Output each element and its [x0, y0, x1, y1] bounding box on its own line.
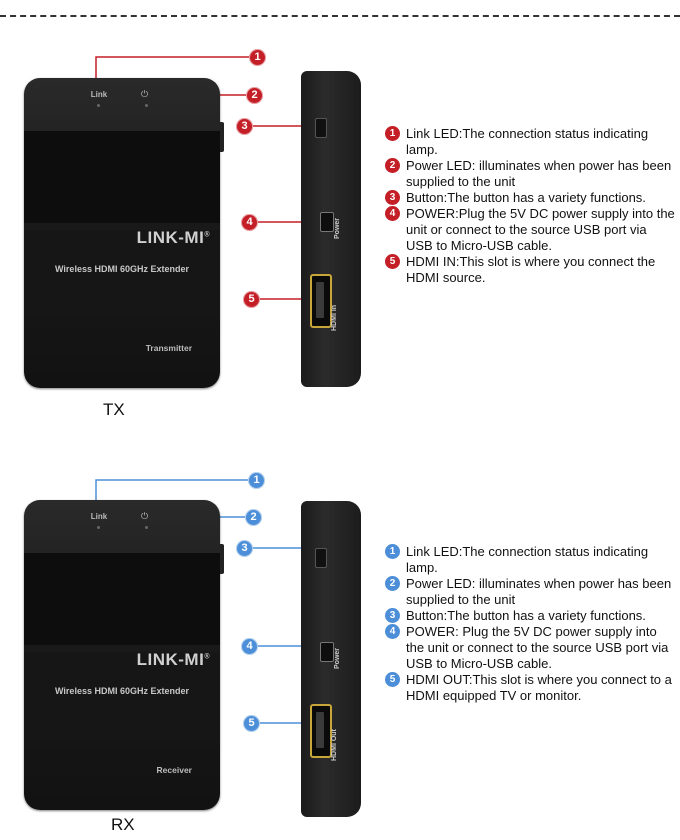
device-band	[24, 131, 220, 223]
legend-item: 4 POWER: Plug the 5V DC power supply int…	[384, 624, 676, 672]
callout-badge: 4	[241, 638, 258, 655]
link-led	[97, 526, 100, 529]
brand-logo: LINK-MI®	[136, 650, 210, 669]
legend-item: 1 Link LED:The connection status indicat…	[384, 126, 676, 158]
legend-item: 3 Button:The button has a variety functi…	[384, 190, 676, 206]
callout-badge: 5	[243, 715, 260, 732]
unit-label: Receiver	[156, 765, 192, 775]
link-led-label: Link	[90, 90, 108, 99]
legend-text: Power LED: illuminates when power has be…	[406, 576, 672, 607]
dashed-separator	[0, 15, 680, 17]
product-name: Wireless HDMI 60GHz Extender	[55, 264, 189, 274]
callout-badge: 2	[246, 87, 263, 104]
legend-item: 3 Button:The button has a variety functi…	[384, 608, 676, 624]
power-icon: ⏻	[141, 89, 149, 99]
link-led-label: Link	[90, 512, 108, 521]
hdmi-port-label: HDMI Out	[331, 729, 338, 761]
brand-logo: LINK-MI®	[136, 228, 210, 247]
tx-side-view: Power HDMI In	[301, 71, 361, 387]
legend-number: 4	[385, 624, 400, 639]
device-band	[24, 652, 220, 740]
hdmi-port	[310, 704, 332, 758]
section-caption: TX	[103, 400, 125, 419]
rx-section: Link ⏻ LINK-MI® Wireless HDMI 60GHz Exte…	[0, 420, 680, 840]
power-led	[145, 104, 148, 107]
function-button	[315, 548, 327, 568]
legend-item: 2 Power LED: illuminates when power has …	[384, 576, 676, 608]
hdmi-port	[310, 274, 332, 328]
tx-front-view: Link ⏻ LINK-MI® Wireless HDMI 60GHz Exte…	[24, 78, 224, 388]
micro-usb-port	[320, 642, 334, 662]
link-led	[97, 104, 100, 107]
legend-number: 1	[385, 544, 400, 559]
legend-number: 3	[385, 608, 400, 623]
legend-number: 2	[385, 576, 400, 591]
callout-badge: 1	[248, 472, 265, 489]
device-band	[24, 553, 220, 645]
legend-text: Link LED:The connection status indicatin…	[406, 544, 649, 575]
tx-section: Link ⏻ LINK-MI® Wireless HDMI 60GHz Exte…	[24, 49, 676, 419]
legend-number: 5	[385, 254, 400, 269]
legend-number: 4	[385, 206, 400, 221]
side-button-edge	[220, 122, 224, 152]
power-port-label: Power	[334, 217, 341, 239]
power-led	[145, 526, 148, 529]
legend-text: Button:The button has a variety function…	[406, 608, 646, 623]
legend-text: Link LED:The connection status indicatin…	[406, 126, 649, 157]
legend-item: 2 Power LED: illuminates when power has …	[384, 158, 676, 190]
power-icon: ⏻	[141, 511, 149, 521]
legend-item: 1 Link LED:The connection status indicat…	[384, 544, 676, 576]
legend-text: Button:The button has a variety function…	[406, 190, 646, 205]
legend-text: Power LED: illuminates when power has be…	[406, 158, 672, 189]
hdmi-port-label: HDMI In	[331, 304, 338, 331]
callout-badge: 4	[241, 214, 258, 231]
rx-front-view: Link ⏻ LINK-MI® Wireless HDMI 60GHz Exte…	[24, 500, 224, 810]
callout-badge: 3	[236, 540, 253, 557]
device-band	[24, 230, 220, 318]
power-port-label: Power	[334, 647, 341, 669]
unit-label: Transmitter	[145, 343, 192, 353]
legend-item: 5 HDMI IN:This slot is where you connect…	[384, 254, 676, 286]
callout-badge: 1	[249, 49, 266, 66]
legend-number: 2	[385, 158, 400, 173]
rx-side-view: Power HDMI Out	[301, 501, 361, 817]
side-button-edge	[220, 544, 224, 574]
legend-number: 1	[385, 126, 400, 141]
legend-number: 5	[385, 672, 400, 687]
product-name: Wireless HDMI 60GHz Extender	[55, 686, 189, 696]
tx-legend: 1 Link LED:The connection status indicat…	[384, 126, 676, 286]
callout-badge: 3	[236, 118, 253, 135]
micro-usb-port	[320, 212, 334, 232]
callout-badge: 2	[245, 509, 262, 526]
legend-text: HDMI IN:This slot is where you connect t…	[406, 254, 656, 285]
rx-legend: 1 Link LED:The connection status indicat…	[384, 544, 676, 704]
function-button	[315, 118, 327, 138]
legend-text: POWER:Plug the 5V DC power supply into t…	[406, 206, 675, 253]
legend-text: POWER: Plug the 5V DC power supply into …	[406, 624, 669, 671]
callout-badge: 5	[243, 291, 260, 308]
legend-text: HDMI OUT:This slot is where you connect …	[406, 672, 672, 703]
legend-item: 4 POWER:Plug the 5V DC power supply into…	[384, 206, 676, 254]
legend-number: 3	[385, 190, 400, 205]
legend-item: 5 HDMI OUT:This slot is where you connec…	[384, 672, 676, 704]
section-caption: RX	[111, 815, 135, 834]
